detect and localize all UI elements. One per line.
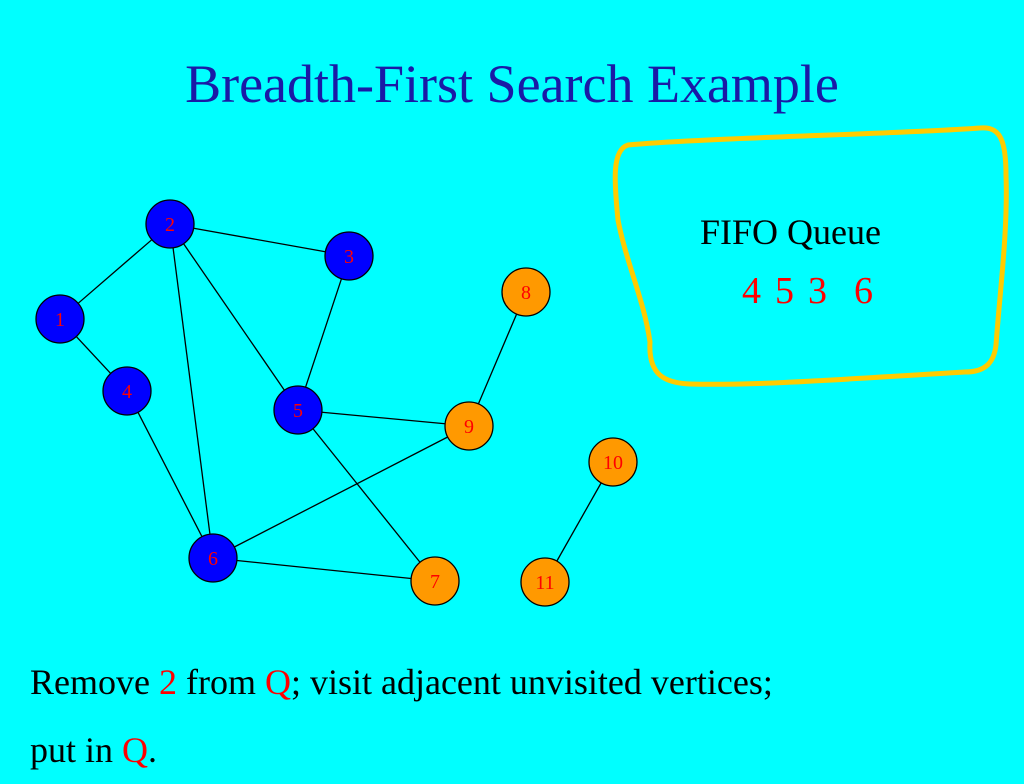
queue-label: FIFO Queue (700, 212, 881, 252)
edge-6-9 (234, 436, 448, 548)
vertex-circle (410, 556, 460, 606)
vertex-circle (501, 267, 551, 317)
vertex-9: 9 (444, 401, 494, 451)
vertex-2: 2 (145, 199, 195, 249)
edge-4-6 (137, 412, 203, 537)
vertex-circle (273, 385, 323, 435)
vertex-circle (102, 366, 152, 416)
vertex-circle (588, 437, 638, 487)
vertex-label: 4 (122, 381, 132, 403)
vertex-label: 6 (208, 548, 218, 570)
caption-text: Remove (30, 662, 159, 702)
vertex-4: 4 (102, 366, 152, 416)
vertex-circle (444, 401, 494, 451)
edge-6-7 (236, 559, 412, 580)
queue-item: 5 (775, 270, 794, 312)
vertex-label: 9 (464, 416, 474, 438)
edge-5-9 (321, 411, 446, 425)
vertex-circle (35, 294, 85, 344)
vertex-8: 8 (501, 267, 551, 317)
vertex-6: 6 (188, 533, 238, 583)
edge-2-5 (183, 243, 285, 391)
vertex-11: 11 (520, 557, 570, 607)
vertex-5: 5 (273, 385, 323, 435)
edge-3-5 (304, 278, 343, 388)
edge-10-11 (556, 482, 602, 562)
vertex-circle (188, 533, 238, 583)
caption-vertex: 2 (158, 662, 177, 702)
vertex-label: 5 (293, 400, 303, 422)
vertex-circle (324, 231, 374, 281)
vertex-label: 1 (55, 309, 65, 331)
caption-queue: Q (122, 730, 149, 770)
vertex-label: 2 (165, 214, 175, 236)
vertex-label: 10 (603, 452, 623, 474)
edge-1-2 (77, 239, 153, 304)
caption: Remove 2 from Q; visit adjacent unvisite… (30, 648, 1010, 784)
caption-text: put in (30, 730, 123, 770)
vertex-label: 8 (521, 282, 531, 304)
edge-8-9 (477, 313, 518, 405)
slide-title: Breadth-First Search Example (185, 54, 839, 114)
edge-1-4 (75, 336, 112, 374)
caption-text: ; visit adjacent unvisited vertices; (290, 662, 773, 702)
queue-item: 3 (808, 270, 827, 312)
vertex-7: 7 (410, 556, 460, 606)
caption-queue: Q (264, 662, 291, 702)
vertex-label: 3 (344, 246, 354, 268)
queue-item: 4 (742, 270, 761, 312)
vertex-label: 7 (430, 571, 440, 593)
vertex-1: 1 (35, 294, 85, 344)
queue-outline (612, 125, 1009, 387)
caption-text: . (148, 730, 158, 770)
caption-text: from (176, 662, 265, 702)
edge-5-7 (312, 428, 421, 563)
vertex-label: 11 (535, 572, 554, 594)
vertex-10: 10 (588, 437, 638, 487)
vertex-circle (520, 557, 570, 607)
vertex-3: 3 (324, 231, 374, 281)
edge-2-3 (193, 227, 326, 253)
edge-2-6 (172, 247, 211, 535)
graph-edges (75, 227, 602, 580)
graph-vertices: 1 2 3 4 5 6 7 8 9 10 11 (35, 199, 638, 607)
queue-item: 6 (854, 270, 873, 312)
vertex-circle (145, 199, 195, 249)
